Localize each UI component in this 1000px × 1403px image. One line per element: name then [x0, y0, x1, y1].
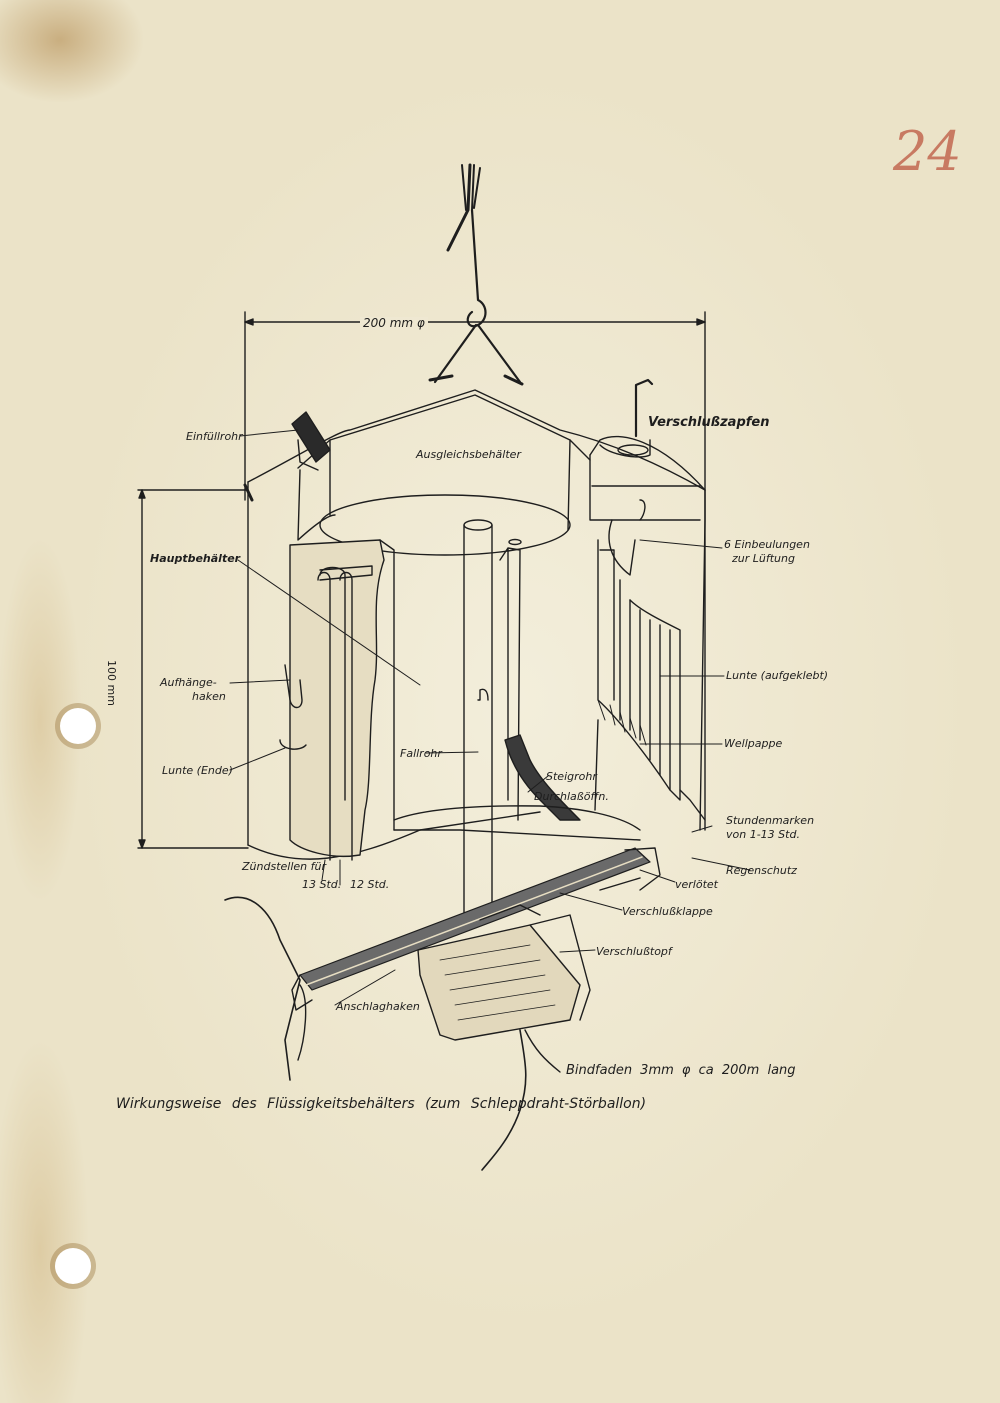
label-ausgleichsbehaelter: Ausgleichsbehälter — [416, 448, 521, 461]
label-regenschutz: Regenschutz — [726, 864, 797, 877]
punch-hole-upper — [60, 708, 96, 744]
figure-caption: Wirkungsweise des Flüssigkeitsbehälters … — [116, 1096, 647, 1112]
label-anschlaghaken: Anschlaghaken — [336, 1000, 420, 1013]
closure-pot — [417, 904, 591, 1041]
container-base — [393, 805, 641, 841]
label-verschlusstopf: Verschlußtopf — [596, 945, 672, 958]
label-stundenmarken-line1: Stundenmarken — [726, 814, 815, 827]
label-durchlassoeffnung: Durchlaßöffn. — [534, 790, 609, 803]
hanging-hook — [428, 163, 524, 386]
main-container — [279, 539, 395, 861]
label-einbeulungen-line2: zur Lüftung — [732, 552, 795, 565]
strings — [224, 896, 561, 1171]
label-lunte-aufgeklebt: Lunte (aufgeklebt) — [726, 669, 829, 682]
page-number: 24 — [893, 120, 962, 183]
label-steigrohr: Steigrohr — [546, 770, 597, 783]
right-compartment — [589, 378, 706, 821]
dimension-width-label: 200 mm φ — [360, 317, 428, 330]
label-hauptbehaelter: Hauptbehälter — [150, 552, 241, 565]
top-lid — [297, 394, 591, 556]
label-bindfaden: Bindfaden 3mm φ ca 200m lang — [566, 1063, 796, 1078]
label-lunte-ende: Lunte (Ende) — [162, 764, 233, 777]
dimension-height-label: 100 mm — [105, 660, 118, 706]
label-einbeulungen-line1: 6 Einbeulungen — [724, 538, 810, 551]
filler-pipe — [291, 411, 331, 471]
label-aufhaengehaken-line2: haken — [192, 690, 226, 703]
leader-lines — [229, 429, 751, 1006]
punch-hole-lower — [55, 1248, 91, 1284]
dimension-line-height — [137, 489, 249, 849]
label-wellpappe: Wellpappe — [724, 737, 783, 750]
outer-shell — [243, 389, 706, 860]
label-aufhaengehaken-line1: Aufhänge- — [160, 676, 217, 689]
label-13-std: 13 Std. — [302, 878, 342, 891]
label-12-std: 12 Std. — [350, 878, 390, 891]
fall-pipe — [463, 519, 599, 916]
label-einfuellrohr: Einfüllrohr — [186, 430, 243, 443]
label-verschlusszapfen: Verschlußzapfen — [648, 415, 770, 430]
label-verschlussklappe: Verschlußklappe — [622, 905, 713, 918]
label-verloetet: verlötet — [675, 878, 718, 891]
label-zuendstellen: Zündstellen für — [242, 860, 326, 873]
label-fallrohr: Fallrohr — [400, 747, 442, 760]
closure-flap — [291, 847, 661, 1011]
label-stundenmarken-line2: von 1-13 Std. — [726, 828, 800, 841]
